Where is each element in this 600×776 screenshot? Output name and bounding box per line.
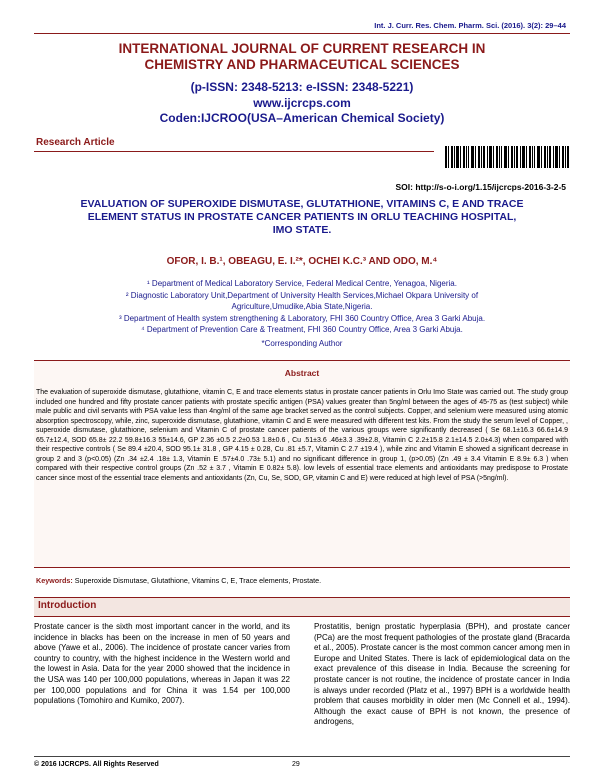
intro-heading-bar xyxy=(34,597,570,617)
affiliation-3: ³ Department of Health system strengthen… xyxy=(118,314,486,323)
soi-link[interactable]: SOI: http://s-o-i.org/1.15/ijcrcps-2016-… xyxy=(395,182,566,192)
affiliation-2-cont: Agriculture,Umudike,Abia State,Nigeria. xyxy=(231,302,373,311)
footer-copyright: © 2016 IJCRCPS. All Rights Reserved xyxy=(34,761,159,768)
journal-coden: Coden:IJCROO(USA–American Chemical Socie… xyxy=(159,111,445,125)
intro-column-left: Prostate cancer is the sixth most import… xyxy=(34,622,290,706)
header-rule xyxy=(34,33,570,34)
barcode-icon xyxy=(445,146,569,168)
running-header: Int. J. Curr. Res. Chem. Pharm. Sci. (20… xyxy=(374,21,566,30)
page-number: 29 xyxy=(292,761,300,768)
section-rule xyxy=(34,151,434,152)
affiliation-2: ² Diagnostic Laboratory Unit,Department … xyxy=(125,291,479,300)
abstract-title: Abstract xyxy=(284,368,320,378)
intro-title: Introduction xyxy=(38,600,97,611)
affiliation-4: ⁴ Department of Prevention Care & Treatm… xyxy=(141,325,463,334)
keywords-text: Superoxide Dismutase, Glutathione, Vitam… xyxy=(72,576,322,585)
abstract-text: The evaluation of superoxide dismutase, … xyxy=(36,389,568,482)
paper-title: EVALUATION OF SUPEROXIDE DISMUTASE, GLUT… xyxy=(60,198,544,237)
journal-title-line2: CHEMISTRY AND PHARMACEUTICAL SCIENCES xyxy=(144,57,460,72)
journal-title-line1: INTERNATIONAL JOURNAL OF CURRENT RESEARC… xyxy=(118,41,486,56)
paper-title-line2: ELEMENT STATUS IN PROSTATE CANCER PATIEN… xyxy=(87,211,517,223)
section-tag: Research Article xyxy=(36,137,115,148)
paper-title-line1: EVALUATION OF SUPEROXIDE DISMUTASE, GLUT… xyxy=(80,198,524,210)
corresponding-author: *Corresponding Author xyxy=(261,339,343,348)
authors: OFOR, I. B.¹, OBEAGU, E. I.²*, OCHEI K.C… xyxy=(166,256,438,267)
journal-website[interactable]: www.ijcrcps.com xyxy=(253,96,351,110)
intro-column-right: Prostatitis, benign prostatic hyperplasi… xyxy=(314,622,570,727)
keywords: Keywords: Superoxide Dismutase, Glutathi… xyxy=(36,576,568,585)
paper-title-line3: IMO STATE. xyxy=(272,224,332,236)
abstract-box xyxy=(34,360,570,568)
affiliation-1: ¹ Department of Medical Laboratory Servi… xyxy=(147,279,457,288)
journal-issn: (p-ISSN: 2348-5213: e-ISSN: 2348-5221) xyxy=(190,80,414,94)
keywords-label: Keywords: xyxy=(36,576,73,585)
footer-rule xyxy=(34,756,570,757)
journal-title: INTERNATIONAL JOURNAL OF CURRENT RESEARC… xyxy=(34,41,570,73)
